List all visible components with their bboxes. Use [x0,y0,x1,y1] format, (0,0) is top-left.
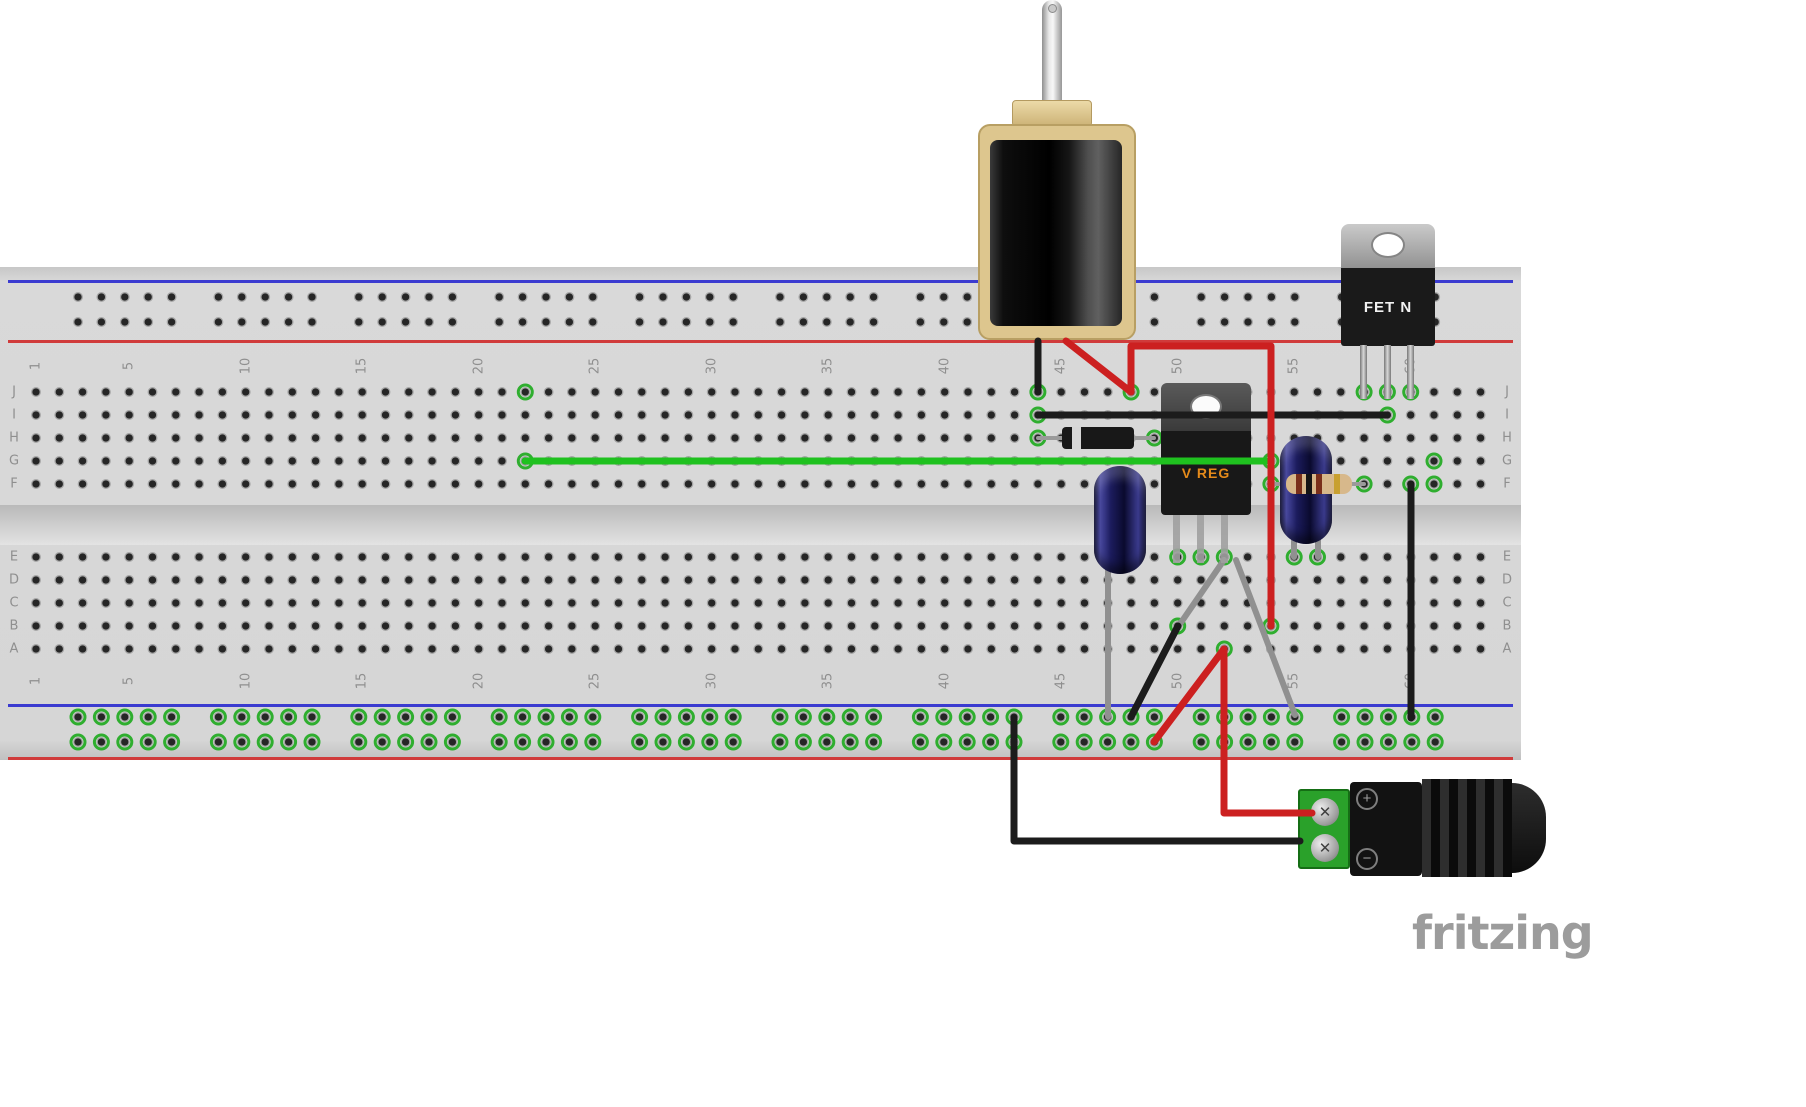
mosfet-leg [1407,345,1414,399]
resistor[interactable] [1286,474,1352,494]
motor-shaft [1042,0,1062,116]
resistor-band [1306,474,1312,494]
top-rail-blue-line [8,280,1513,283]
electrolytic-capacitor-1[interactable] [1094,466,1146,574]
diode-cathode-stripe [1072,427,1081,449]
mosfet-label: FET N [1341,268,1435,346]
voltage-regulator[interactable]: V REG [1161,383,1251,515]
jack-barrel-tip [1512,783,1546,873]
mosfet-mounting-hole [1371,232,1405,258]
resistor-band [1316,474,1322,494]
diode[interactable] [1062,427,1134,449]
regulator-leg [1173,513,1180,563]
plus-polarity-icon: + [1356,788,1378,810]
top-rail-red-line [8,340,1513,343]
minus-polarity-icon: − [1356,848,1378,870]
regulator-mounting-hole [1190,394,1222,419]
motor-collar [1012,100,1092,127]
fritzing-logo: fritzing [1412,906,1594,960]
regulator-leg [1221,513,1228,563]
mosfet[interactable]: FET N [1341,224,1435,346]
regulator-leg [1197,513,1204,563]
bottom-rail-blue-line [8,704,1513,707]
motor-shaft-hole [1048,4,1057,13]
resistor-band [1334,474,1340,494]
motor-can [990,140,1122,326]
regulator-label: V REG [1161,431,1251,515]
mosfet-leg [1384,345,1391,399]
resistor-band [1296,474,1302,494]
terminal-screw-icon[interactable]: ✕ [1311,834,1339,862]
jack-barrel [1422,779,1512,877]
bottom-rail-red-line [8,757,1513,760]
mosfet-leg [1360,345,1367,399]
terminal-screw-icon[interactable]: ✕ [1311,798,1339,826]
